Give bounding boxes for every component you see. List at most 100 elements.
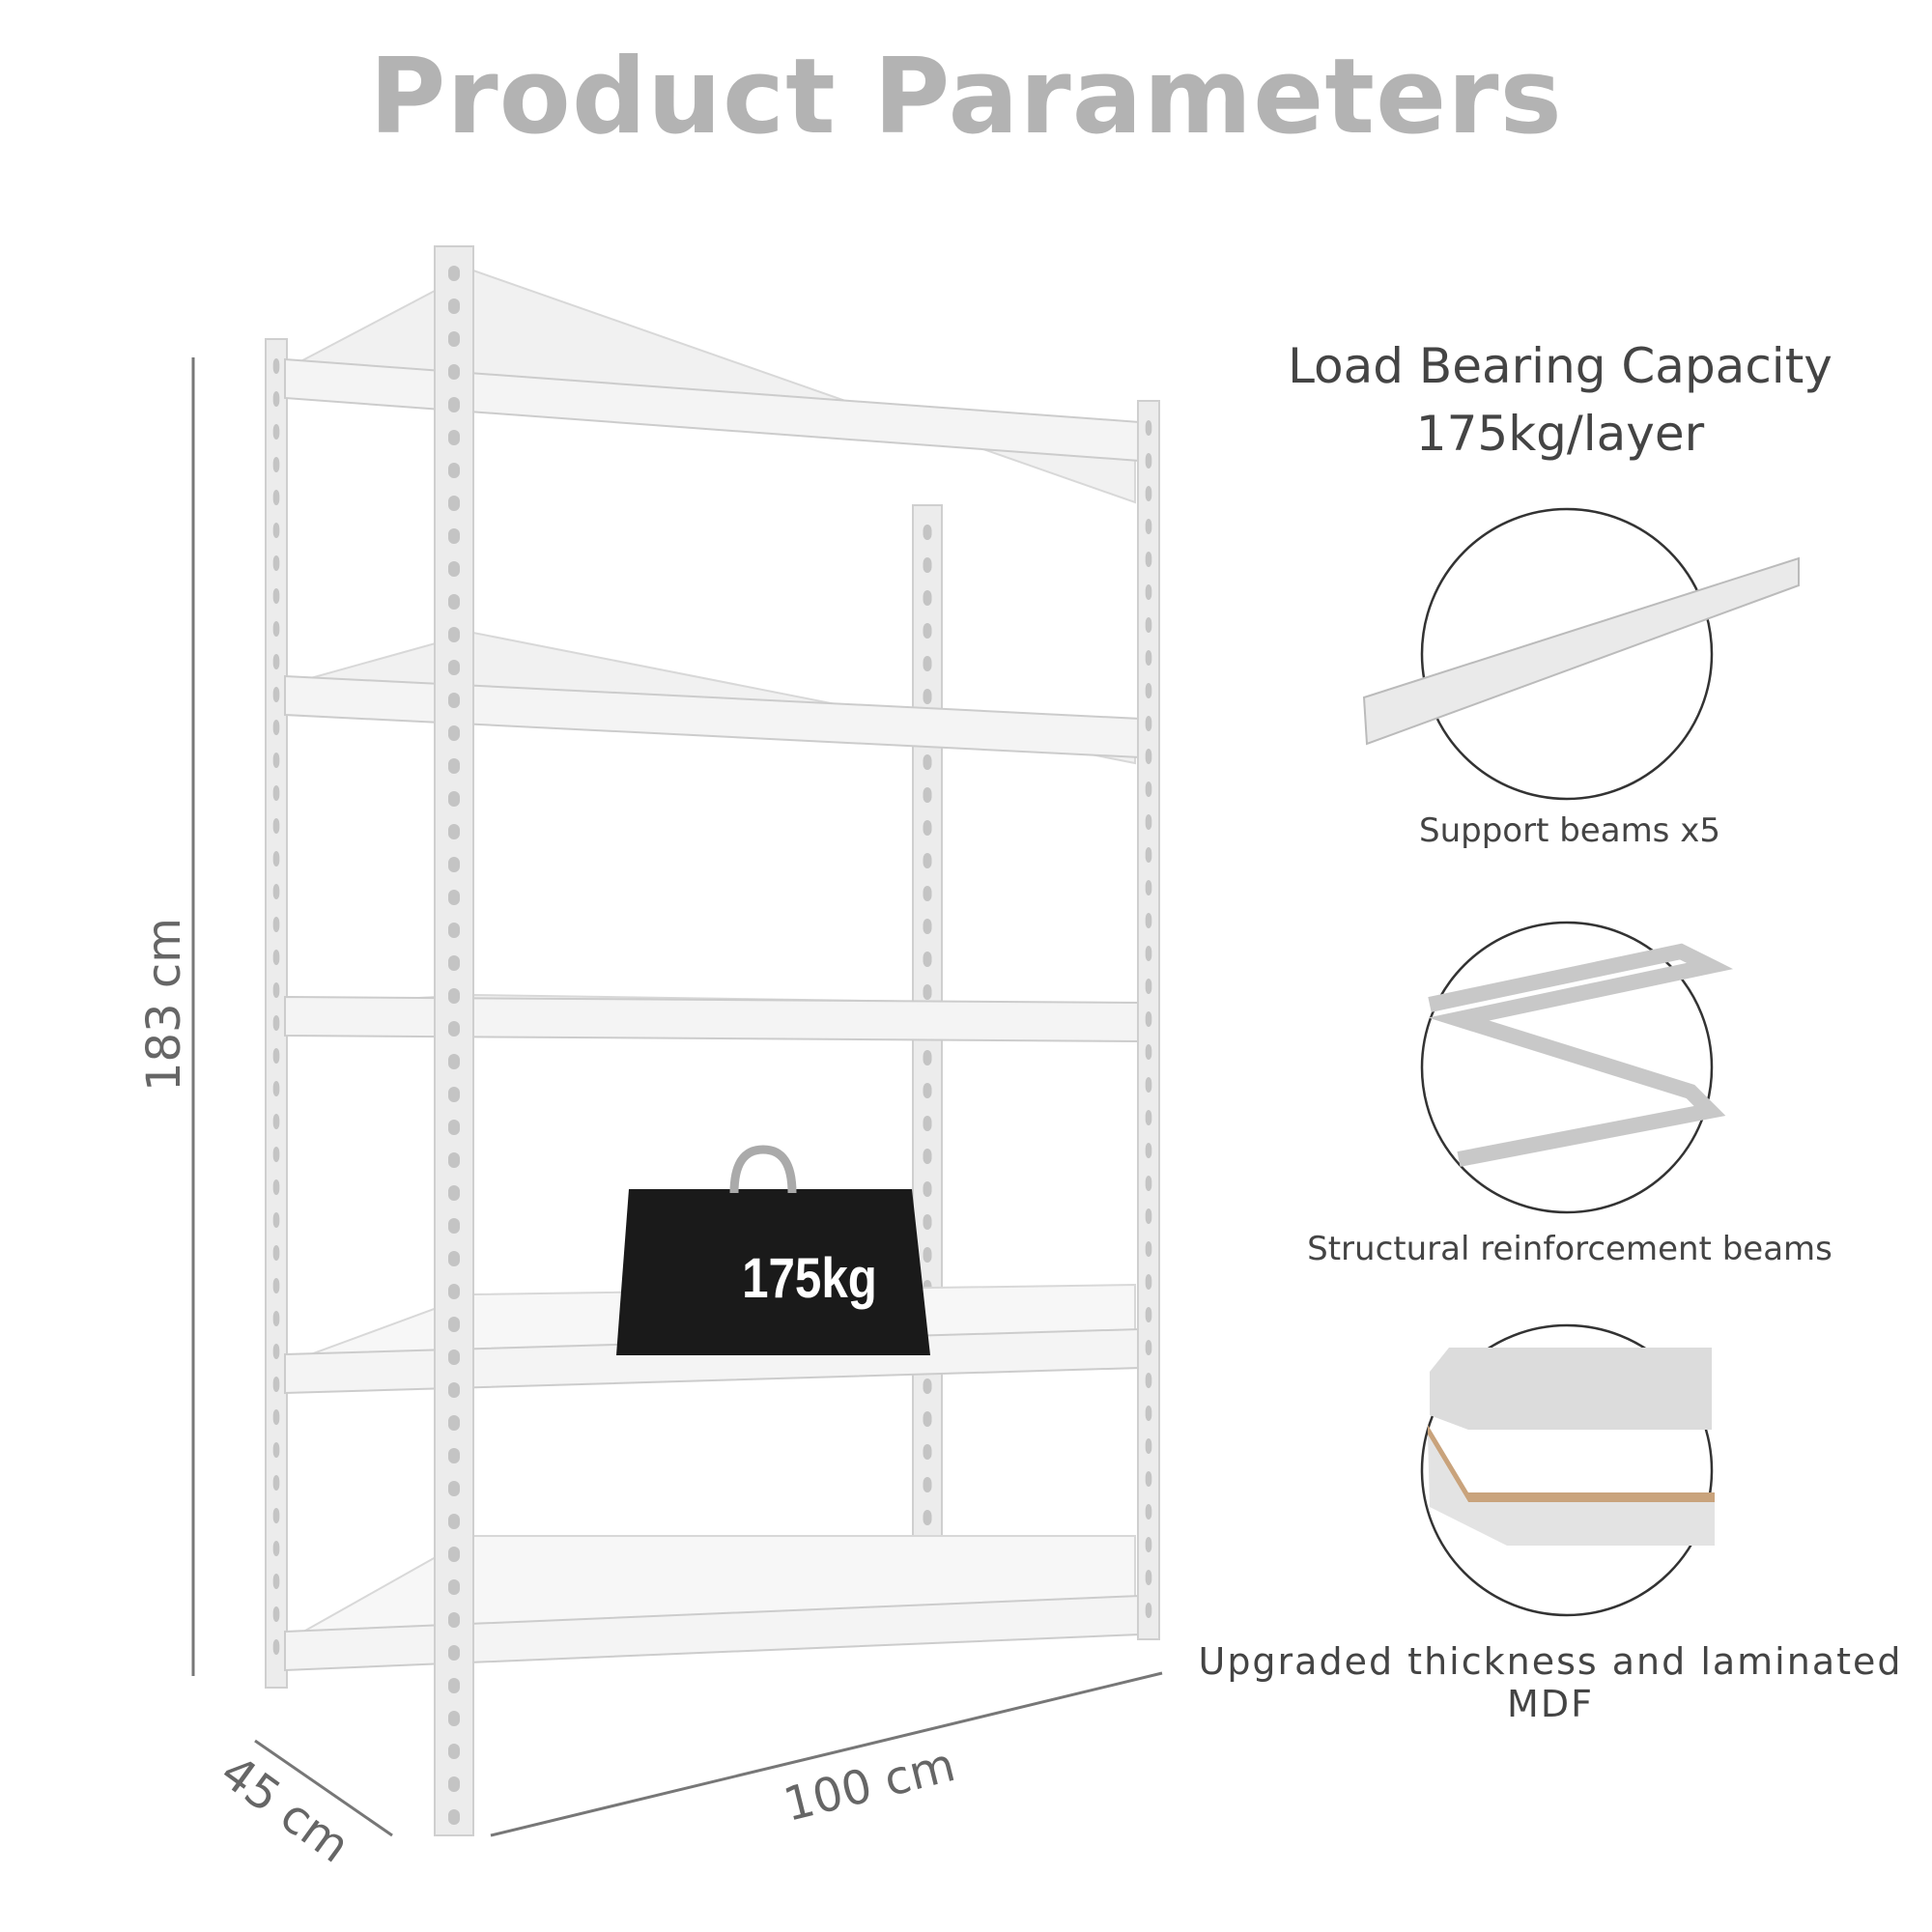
back-right-post-hole bbox=[923, 1411, 932, 1427]
front-left-post-hole bbox=[448, 1579, 460, 1595]
front-right-post-hole bbox=[1145, 650, 1152, 666]
front-right-post-hole bbox=[1145, 486, 1152, 501]
back-right-post-hole bbox=[923, 984, 932, 1000]
weight-label: 175kg bbox=[742, 1247, 877, 1310]
back-right-post-hole bbox=[923, 853, 932, 868]
width-dimension-line bbox=[490, 1671, 1163, 1837]
back-right-post-hole bbox=[923, 1050, 932, 1065]
back-left-post-hole bbox=[272, 982, 280, 998]
front-right-post-hole bbox=[1145, 1471, 1152, 1487]
back-left-post-hole bbox=[272, 1639, 280, 1655]
front-left-post-hole bbox=[448, 397, 460, 412]
back-left-post-hole bbox=[272, 1442, 280, 1458]
front-right-post-hole bbox=[1145, 716, 1152, 731]
front-right-post-hole bbox=[1145, 946, 1152, 961]
front-right-post-hole bbox=[1145, 617, 1152, 633]
front-left-post-hole bbox=[448, 561, 460, 577]
support-beams-label: Support beams x5 bbox=[1419, 811, 1720, 850]
mdf-top-board bbox=[1430, 1348, 1712, 1430]
back-left-post-hole bbox=[272, 1278, 280, 1293]
front-right-post-hole bbox=[1145, 979, 1152, 994]
back-right-post-hole bbox=[923, 1477, 932, 1492]
front-left-post-hole bbox=[448, 1087, 460, 1102]
front-left-post-hole bbox=[448, 1776, 460, 1792]
front-left-post-hole bbox=[448, 1350, 460, 1365]
back-left-post-hole bbox=[272, 1179, 280, 1195]
front-right-post-hole bbox=[1145, 519, 1152, 534]
back-left-post-hole bbox=[272, 950, 280, 965]
front-right-post-hole bbox=[1145, 1603, 1152, 1618]
back-left-post-hole bbox=[272, 1508, 280, 1523]
back-right-post-hole bbox=[923, 787, 932, 803]
front-left-post-hole bbox=[448, 496, 460, 511]
back-right-post-hole bbox=[923, 1247, 932, 1263]
load-capacity-heading: Load Bearing Capacity bbox=[1288, 338, 1833, 394]
back-left-post-hole bbox=[272, 1409, 280, 1425]
back-left-post-hole bbox=[272, 391, 280, 407]
back-left-post-hole bbox=[272, 523, 280, 538]
back-left-post-hole bbox=[272, 687, 280, 702]
back-left-post-hole bbox=[272, 1114, 280, 1129]
front-right-post-hole bbox=[1145, 880, 1152, 895]
front-left-post-hole bbox=[448, 594, 460, 610]
back-right-post-hole bbox=[923, 1181, 932, 1197]
back-right-post-hole bbox=[923, 1214, 932, 1230]
front-left-post-hole bbox=[448, 1021, 460, 1037]
back-left-post-hole bbox=[272, 457, 280, 472]
back-left-post-hole bbox=[272, 1015, 280, 1031]
back-left-post-hole bbox=[272, 818, 280, 834]
front-right-post-hole bbox=[1145, 683, 1152, 698]
front-left-post-hole bbox=[448, 1251, 460, 1266]
back-left-post-hole bbox=[272, 1311, 280, 1326]
back-left-post-hole bbox=[272, 851, 280, 867]
front-left-post-hole bbox=[448, 1448, 460, 1463]
back-left-post-hole bbox=[272, 785, 280, 801]
back-left-post-hole bbox=[272, 424, 280, 440]
front-right-post-hole bbox=[1145, 1241, 1152, 1257]
front-left-post-hole bbox=[448, 1514, 460, 1529]
front-right-post-hole bbox=[1145, 1340, 1152, 1355]
front-right-post-hole bbox=[1145, 1504, 1152, 1520]
back-left-post-hole bbox=[272, 588, 280, 604]
depth-dimension-line bbox=[254, 1739, 393, 1837]
front-left-post-hole bbox=[448, 1645, 460, 1661]
front-left-post-hole bbox=[448, 1317, 460, 1332]
back-right-post-hole bbox=[923, 952, 932, 967]
front-left-post-hole bbox=[448, 1054, 460, 1069]
front-left-post-hole bbox=[448, 955, 460, 971]
back-left-post-hole bbox=[272, 1245, 280, 1261]
front-right-post-hole bbox=[1145, 420, 1152, 436]
reinforcement-beams-label: Structural reinforcement beams bbox=[1307, 1230, 1833, 1268]
front-left-post-hole bbox=[448, 528, 460, 544]
front-left-post-hole bbox=[448, 758, 460, 774]
back-right-post-hole bbox=[923, 1116, 932, 1131]
front-right-post-hole bbox=[1145, 1077, 1152, 1093]
back-right-post-hole bbox=[923, 1510, 932, 1525]
front-left-post-hole bbox=[448, 1711, 460, 1726]
back-left-post-hole bbox=[272, 1475, 280, 1491]
front-left-post-hole bbox=[448, 463, 460, 478]
front-left-post-hole bbox=[448, 430, 460, 445]
front-left-post-hole bbox=[448, 791, 460, 807]
back-left-post-hole bbox=[272, 555, 280, 571]
front-left-post-hole bbox=[448, 1120, 460, 1135]
front-right-post-hole bbox=[1145, 1438, 1152, 1454]
front-right-post-hole bbox=[1145, 1537, 1152, 1552]
back-right-post-hole bbox=[923, 1083, 932, 1098]
back-left-post-hole bbox=[272, 1344, 280, 1359]
front-right-post-hole bbox=[1145, 453, 1152, 469]
front-right-post-hole bbox=[1145, 1143, 1152, 1158]
shelf-front-beam-3 bbox=[284, 995, 1141, 1043]
back-right-post-hole bbox=[923, 1378, 932, 1394]
front-left-post-hole bbox=[448, 1481, 460, 1496]
back-left-post-hole bbox=[272, 720, 280, 735]
back-left-post-hole bbox=[272, 753, 280, 768]
front-right-post-hole bbox=[1145, 584, 1152, 600]
front-right-post-hole bbox=[1145, 1570, 1152, 1585]
height-dimension: 183 cm bbox=[137, 917, 191, 1093]
back-left-post-hole bbox=[272, 1574, 280, 1589]
front-left-post-hole bbox=[448, 331, 460, 347]
back-right-post-hole bbox=[923, 919, 932, 934]
back-left-post-hole bbox=[272, 1048, 280, 1064]
reinforcement-frame-icon bbox=[1428, 943, 1734, 1167]
